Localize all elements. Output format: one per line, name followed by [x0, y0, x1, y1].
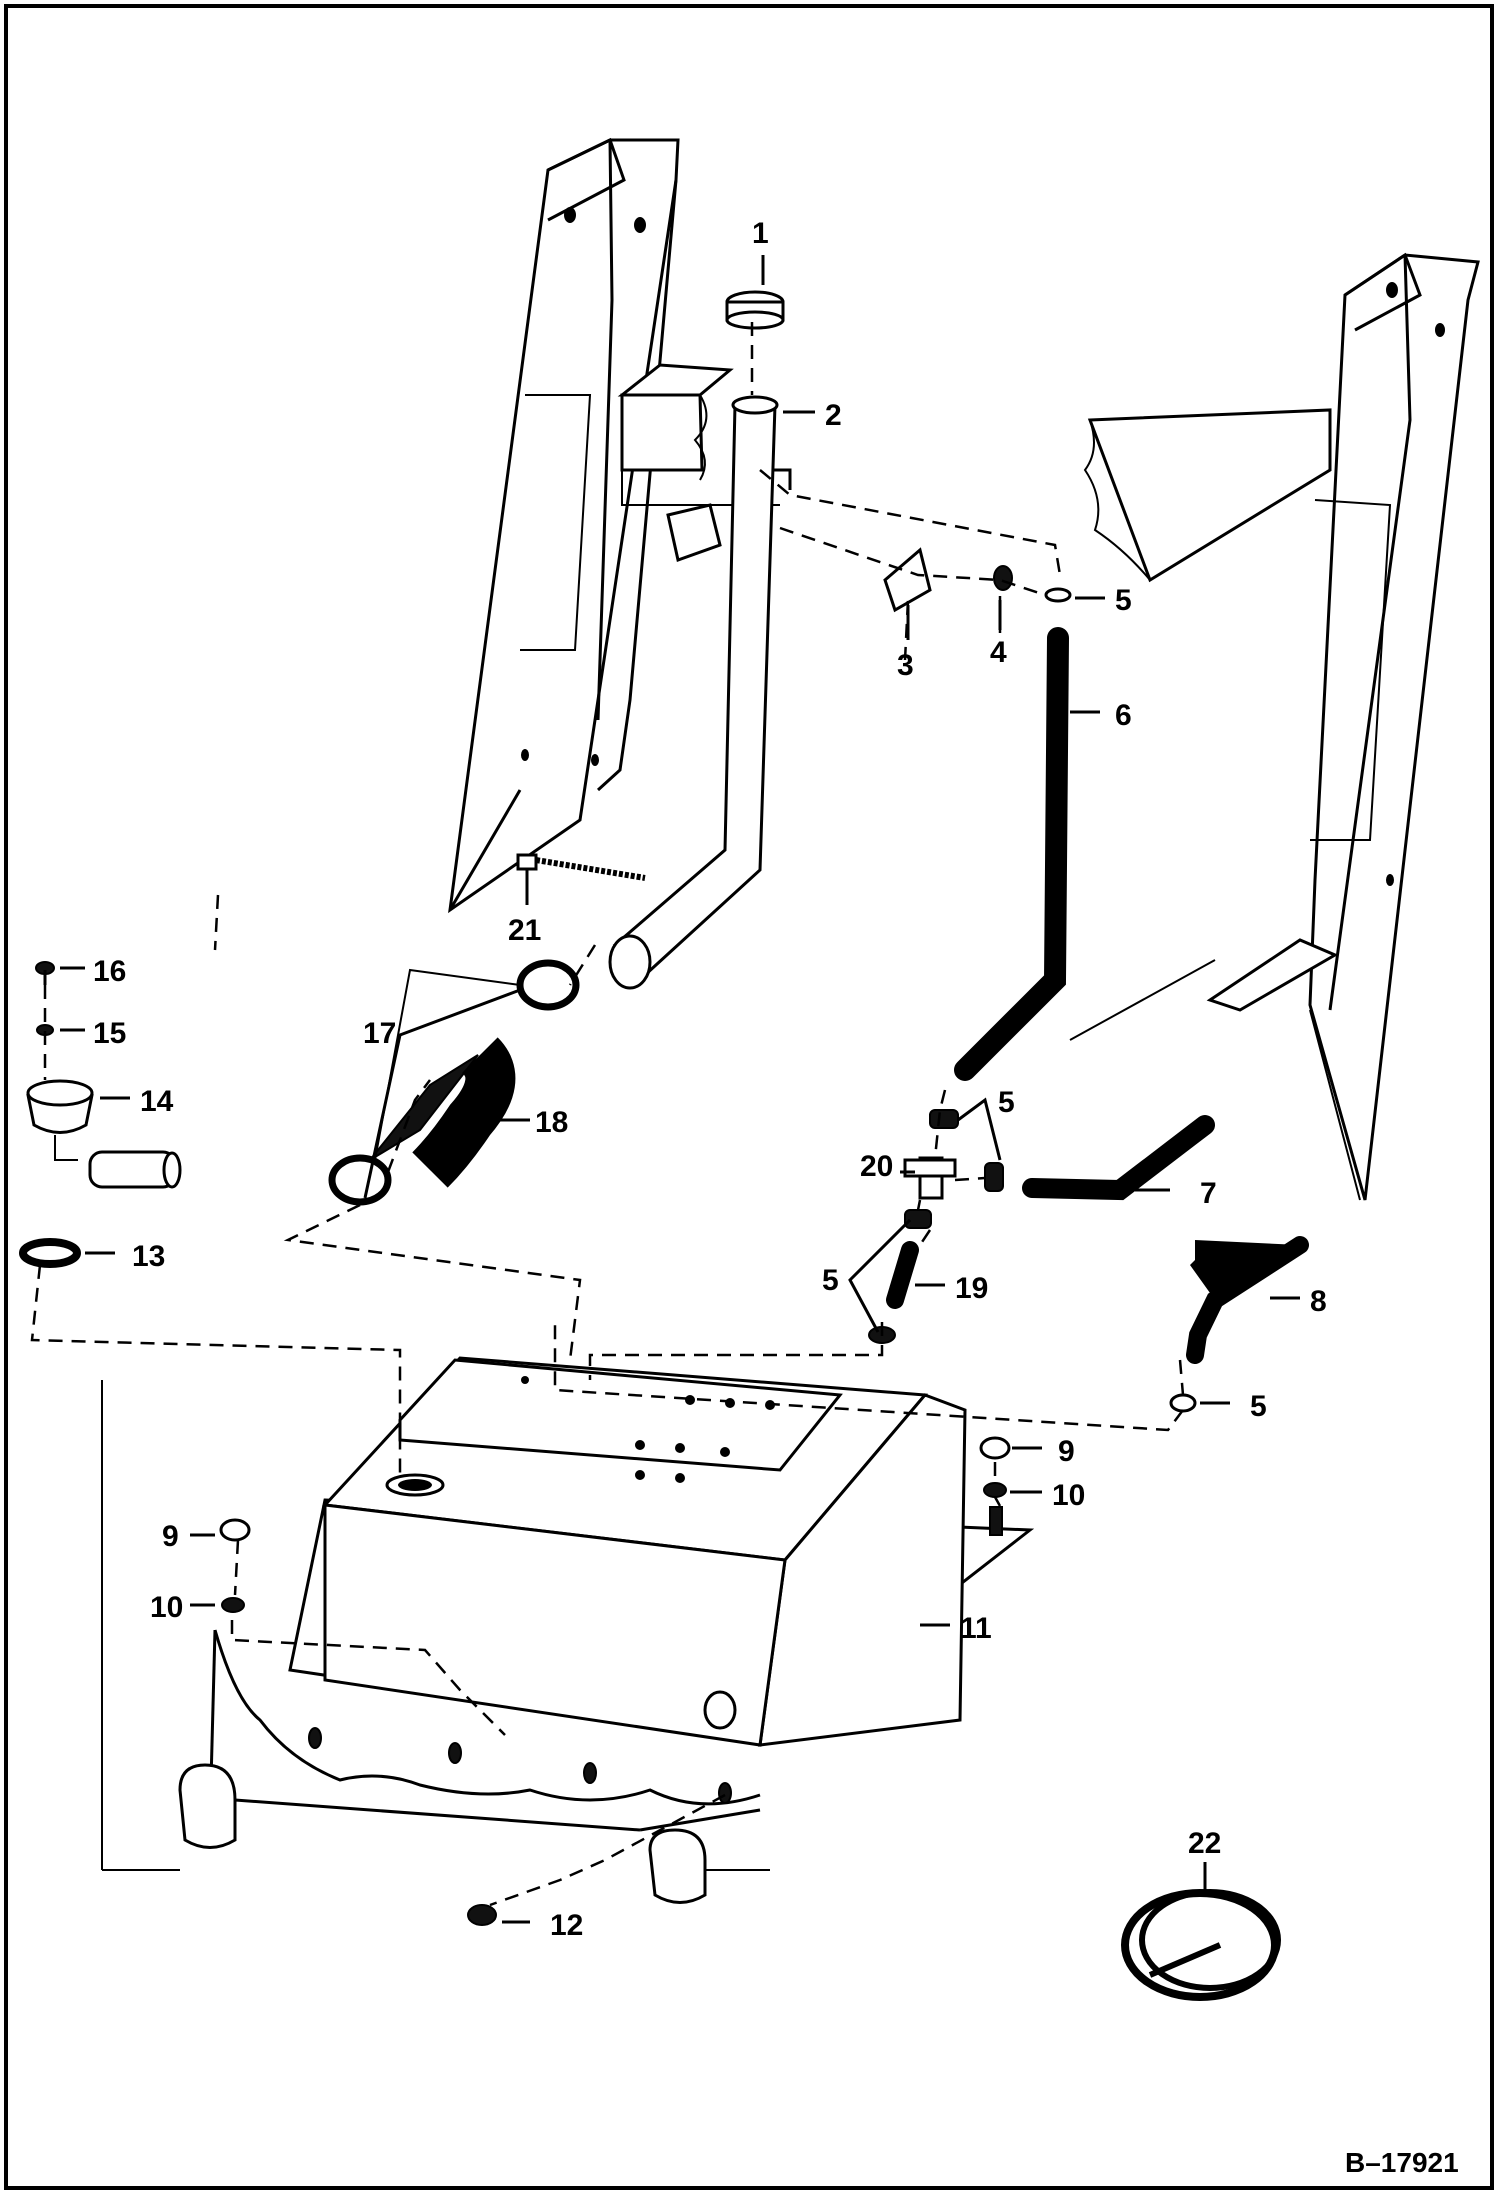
- fuel-cap: [725, 290, 785, 330]
- callout-7: 7: [1200, 1177, 1217, 1210]
- callout-3: 3: [897, 649, 914, 682]
- callout-21: 21: [508, 914, 541, 947]
- callout-22: 22: [1188, 1827, 1221, 1860]
- callout-18: 18: [535, 1106, 568, 1139]
- callout-4: 4: [990, 636, 1007, 669]
- upper-mounting-box: [617, 363, 780, 562]
- callout-19: 19: [955, 1272, 988, 1305]
- callout-13: 13: [132, 1240, 165, 1273]
- callout-9: 9: [1058, 1435, 1075, 1468]
- hose-clamp-small: [929, 1109, 959, 1129]
- callout-2: 2: [825, 399, 842, 432]
- vinyl-tubing-coil: [1121, 1889, 1281, 2001]
- clip: [1169, 1393, 1197, 1413]
- callout-5: 5: [1115, 584, 1132, 617]
- callout-5: 5: [998, 1086, 1015, 1119]
- lock-washer: [983, 1482, 1007, 1498]
- callout-12: 12: [550, 1909, 583, 1942]
- fuel-tank: [288, 1356, 1035, 1747]
- hose-clamp-bracket: [883, 547, 932, 613]
- callout-5: 5: [822, 1264, 839, 1297]
- hose-clamp-small: [984, 1162, 1004, 1192]
- gasket: [19, 1238, 81, 1268]
- document-number: B–17921: [1345, 2147, 1459, 2178]
- nut: [219, 1518, 251, 1542]
- frame-base: [101, 1380, 770, 1904]
- callout-20: 20: [860, 1150, 893, 1183]
- callout-14: 14: [140, 1085, 174, 1118]
- hose-clamp-large: [516, 959, 580, 1011]
- right-upright-panel: [1069, 252, 1480, 1201]
- page-border: [4, 4, 1494, 2190]
- tee-fitting: [903, 1156, 957, 1200]
- mounting-studs: [308, 1727, 322, 1749]
- callout-8: 8: [1310, 1285, 1327, 1318]
- nut: [467, 1904, 497, 1926]
- filler-hose: [369, 1037, 516, 1188]
- callout-10: 10: [1052, 1479, 1085, 1512]
- left-upright-panel: [448, 137, 680, 914]
- callout-16: 16: [93, 955, 126, 988]
- hose-clamp-large: [328, 1154, 392, 1206]
- short-hose: [886, 1241, 919, 1309]
- filler-neck-pipe: [608, 395, 792, 990]
- clip: [1044, 587, 1072, 603]
- callout-15: 15: [93, 1017, 126, 1050]
- leader-lines: [60, 255, 1300, 1924]
- cable-tie: [516, 853, 646, 881]
- lock-washer: [221, 1597, 245, 1613]
- assembly-lines: [30, 322, 1185, 1907]
- callout-1: 1: [752, 217, 769, 250]
- callout-9: 9: [162, 1520, 179, 1553]
- screw: [35, 961, 55, 985]
- callout-11: 11: [960, 1612, 992, 1645]
- nut: [979, 1436, 1011, 1460]
- callout-17: 17: [363, 1017, 396, 1050]
- fuel-hose-upper: [1022, 1115, 1215, 1201]
- fuel-sender-assembly: [26, 1079, 182, 1189]
- stud: [989, 1506, 1003, 1536]
- callout-labels: 1 2 3 4 5 6 5 7 20 19 5 8 5 9 10 11 9 10…: [93, 217, 1459, 2178]
- callout-6: 6: [1115, 699, 1132, 732]
- callout-10: 10: [150, 1591, 183, 1624]
- nut: [993, 565, 1013, 591]
- callout-5: 5: [1250, 1390, 1267, 1423]
- vent-hose: [954, 627, 1069, 1081]
